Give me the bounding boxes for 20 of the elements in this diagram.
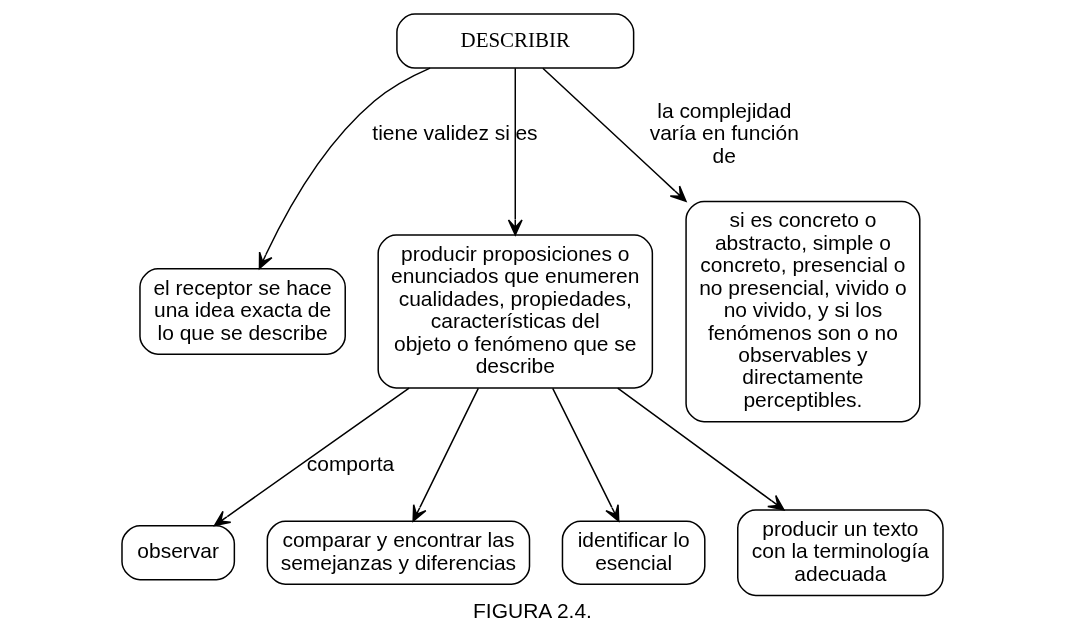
node-box: DESCRIBIR	[396, 13, 635, 69]
arrow	[213, 387, 410, 527]
edge-label: tiene validez si	[372, 121, 510, 145]
node-box: observar	[121, 525, 236, 581]
arrow	[507, 67, 523, 236]
arrow	[616, 387, 785, 511]
caption: FIGURA 2.4.	[473, 599, 592, 623]
edge-label: comporta	[306, 452, 395, 476]
node-box: si es concreto o abstracto, simple o concreto, presencial o no presencial, vivido o no vivido, y si los fenómenos son o no observables y directamente perceptibles.	[685, 200, 921, 423]
edge-label: es	[515, 121, 538, 145]
arrow	[542, 67, 687, 202]
arrow	[412, 387, 480, 522]
arrow	[258, 67, 431, 270]
node-box: comparar y encontrar las semejanzas y diferencias	[266, 520, 531, 585]
edge-label: la complejidad varía en función de	[649, 98, 799, 167]
node-box: producir un texto con la terminología adecuada	[737, 509, 944, 597]
node-box: identificar lo esencial	[561, 520, 706, 585]
node-box: producir proposiciones o enunciados que enumeren cualidades, propiedades, características del objeto o fenómeno que se describe	[377, 234, 654, 389]
arrow	[552, 387, 620, 522]
node-box: el receptor se hace una idea exacta de lo que se describe	[139, 268, 346, 355]
